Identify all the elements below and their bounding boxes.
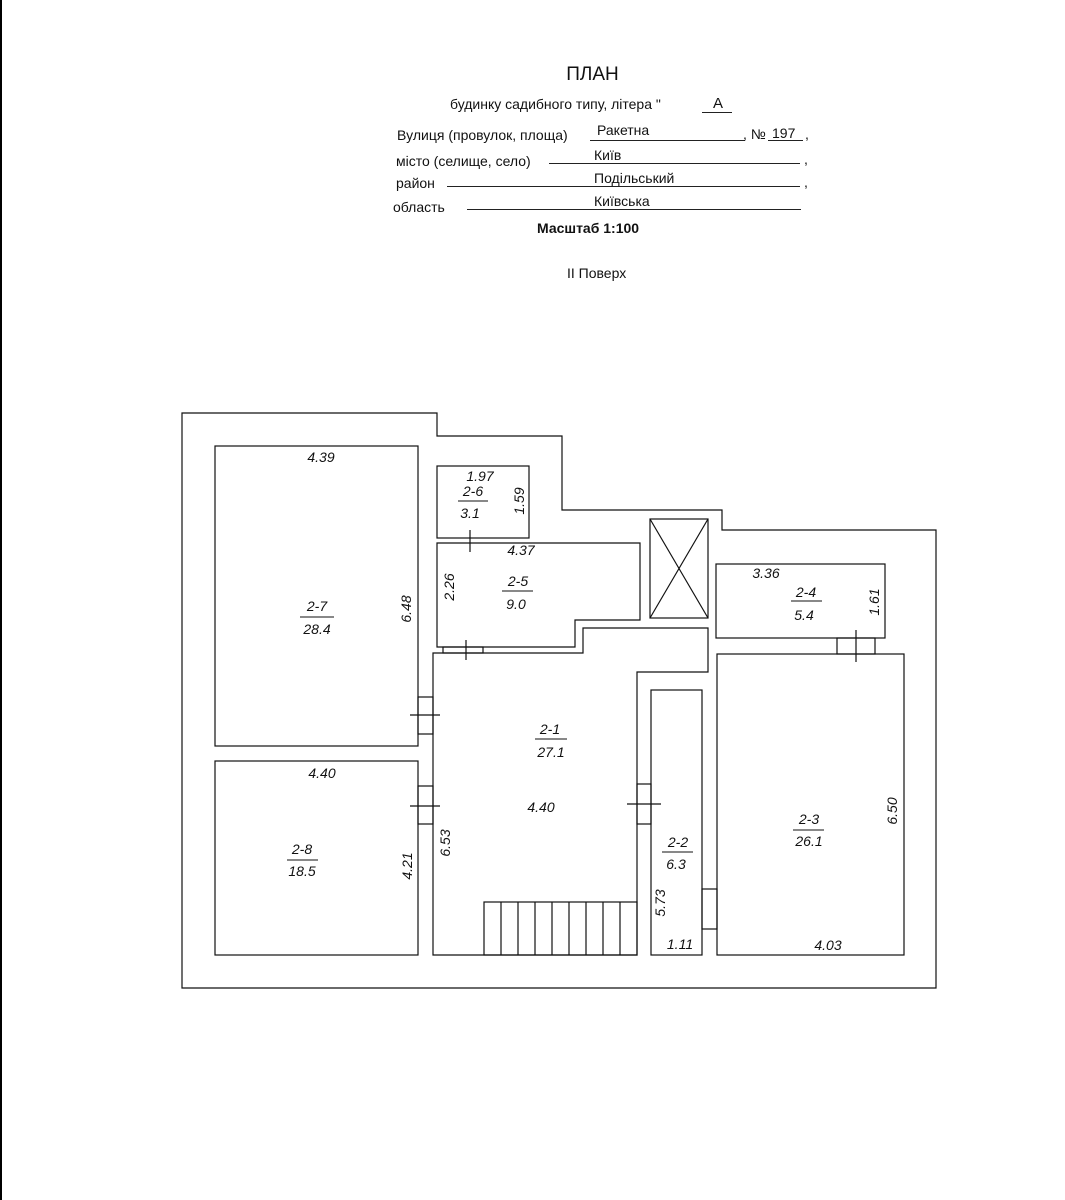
region-label: область xyxy=(393,199,445,215)
number-label: , № xyxy=(743,126,766,142)
room-2-2-height: 5.73 xyxy=(652,889,668,916)
room-2-7-area: 28.4 xyxy=(302,621,330,637)
city-line xyxy=(549,163,800,164)
room-2-7-width: 4.39 xyxy=(307,449,334,465)
room-2-1-area: 27.1 xyxy=(536,744,564,760)
room-2-5 xyxy=(436,542,641,648)
room-2-8-width: 4.40 xyxy=(308,765,335,781)
room-2-5-width: 4.37 xyxy=(507,542,535,558)
room-2-4-height: 1.61 xyxy=(866,588,882,615)
room-2-3-height: 6.50 xyxy=(884,797,900,824)
room-2-8-id: 2-8 xyxy=(291,841,312,857)
comma-1: , xyxy=(805,126,809,142)
room-2-6-area: 3.1 xyxy=(460,505,479,521)
room-2-2-area: 6.3 xyxy=(666,856,686,872)
room-2-6 xyxy=(436,465,530,539)
room-2-8-height: 4.21 xyxy=(399,852,415,879)
room-2-3 xyxy=(716,653,905,956)
region-value: Київська xyxy=(594,193,650,209)
room-2-5-area: 9.0 xyxy=(506,596,526,612)
subtitle: будинку садибного типу, літера " xyxy=(450,96,661,112)
room-2-7-id: 2-7 xyxy=(306,598,328,614)
room-2-2-width: 1.11 xyxy=(667,936,693,952)
number-value: 197 xyxy=(772,125,796,141)
room-2-3-width: 4.03 xyxy=(814,937,841,953)
comma-2: , xyxy=(804,151,808,167)
room-2-2-id: 2-2 xyxy=(667,834,688,850)
room-2-4-width: 3.36 xyxy=(752,565,779,581)
region-line xyxy=(467,209,801,210)
comma-3: , xyxy=(804,174,808,190)
number-line xyxy=(768,140,803,141)
room-2-3-area: 26.1 xyxy=(794,833,822,849)
room-2-4 xyxy=(715,563,886,639)
floor-label: ІІ Поверх xyxy=(567,265,627,281)
room-2-6-id: 2-6 xyxy=(462,483,483,499)
room-2-1-id: 2-1 xyxy=(539,721,560,737)
room-2-8-area: 18.5 xyxy=(288,863,315,879)
district-value: Подільський xyxy=(594,170,675,186)
stairs xyxy=(483,901,638,956)
room-2-7-height: 6.48 xyxy=(398,595,414,622)
room-2-6-height: 1.59 xyxy=(511,487,527,514)
room-2-8 xyxy=(214,760,419,956)
fraction-lines xyxy=(287,500,824,861)
room-2-5-id: 2-5 xyxy=(507,573,528,589)
room-2-4-area: 5.4 xyxy=(794,607,814,623)
room-2-6-width: 1.97 xyxy=(466,468,494,484)
page-edge xyxy=(0,0,2,1200)
doors xyxy=(410,530,876,930)
room-2-5-height: 2.26 xyxy=(441,573,457,601)
litera-line xyxy=(702,112,732,113)
room-2-4-id: 2-4 xyxy=(795,584,816,600)
city-label: місто (селище, село) xyxy=(396,153,531,169)
scale-label: Масштаб 1:100 xyxy=(537,220,640,236)
room-2-1-width: 4.40 xyxy=(527,799,554,815)
room-2-3-id: 2-3 xyxy=(798,811,819,827)
city-value: Київ xyxy=(594,147,622,163)
district-label: район xyxy=(396,175,435,191)
shaft xyxy=(649,518,709,619)
district-line xyxy=(447,186,800,187)
room-2-7 xyxy=(214,445,419,747)
street-line xyxy=(590,140,745,141)
plan-title: ПЛАН xyxy=(566,64,619,85)
room-2-1-height: 6.53 xyxy=(437,829,453,856)
outer-wall xyxy=(181,412,937,989)
litera-value: А xyxy=(713,95,724,112)
street-value: Ракетна xyxy=(597,122,650,138)
street-label: Вулиця (провулок, площа) xyxy=(397,127,568,143)
